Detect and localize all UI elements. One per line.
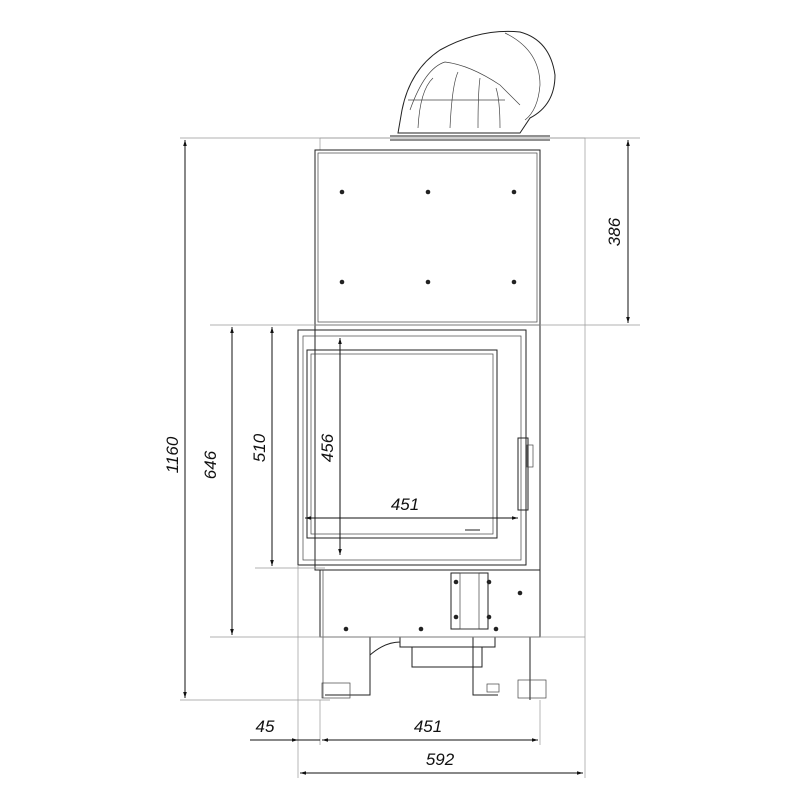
dim-total-width: 592: [426, 750, 455, 769]
dim-top-section-height: 386: [605, 217, 624, 246]
dimension-lines: [183, 140, 630, 775]
lower-housing: [319, 569, 547, 700]
flue-elbow: [390, 30, 556, 141]
extension-lines: [180, 137, 640, 778]
dim-door-height: 510: [250, 433, 269, 462]
dim-body-width: 451: [414, 717, 442, 736]
dim-glass-height: 456: [318, 433, 337, 462]
dim-height-to-door-top: 646: [201, 450, 220, 479]
dim-left-offset: 45: [256, 717, 275, 736]
dim-total-height: 1160: [163, 436, 182, 473]
upper-housing: [314, 149, 541, 326]
dim-glass-width: 451: [391, 495, 419, 514]
